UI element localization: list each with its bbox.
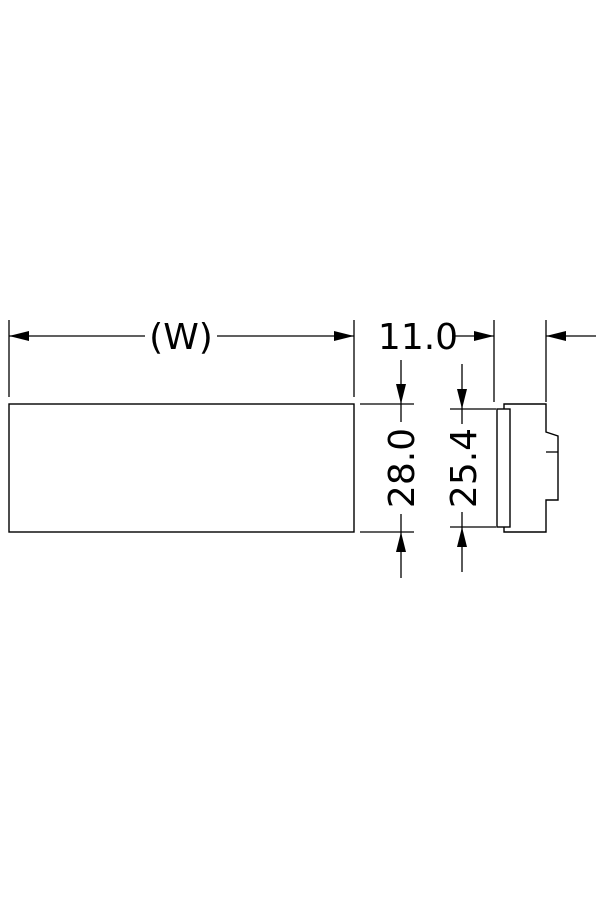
outer-height-label: 28.0 [382,428,423,508]
width-arrow-left [9,331,29,341]
width-arrow-right [334,331,354,341]
outer-height-arrow-top [396,384,406,404]
side-profile-face-plate [496,408,511,528]
depth-dimension: 11.0 [378,317,596,402]
side-profile-body [503,403,559,533]
side-profile-view [496,403,559,533]
inner-height-dimension: 25.4 [444,364,496,572]
depth-label: 11.0 [378,317,458,358]
inner-height-label: 25.4 [444,428,485,508]
width-label: (W) [149,317,213,358]
outer-height-arrow-bottom [396,532,406,552]
depth-arrow-left [474,331,494,341]
width-dimension: (W) [8,317,355,397]
depth-arrow-right [546,331,566,341]
front-view-outline [8,403,355,533]
inner-height-arrow-bottom [457,527,467,547]
outer-height-dimension: 28.0 [360,360,423,578]
inner-height-arrow-top [457,389,467,409]
